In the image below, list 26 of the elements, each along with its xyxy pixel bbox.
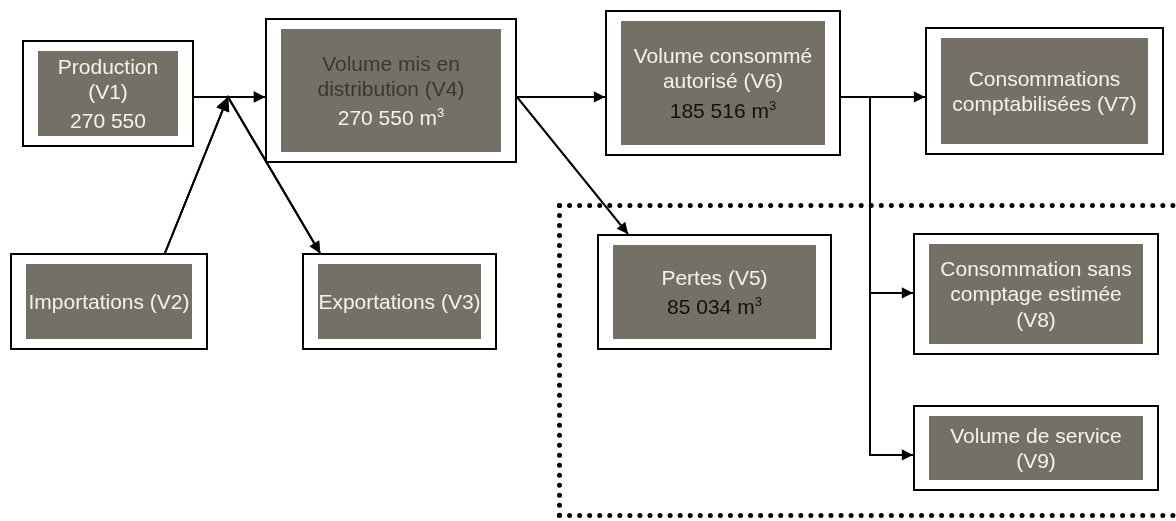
process-box: [925, 27, 1164, 155]
volume-value: 270 550: [70, 108, 146, 134]
process-box: [265, 18, 517, 163]
volume-value: 85 034 m$^{3}$: [667, 294, 762, 320]
process-box: [597, 234, 832, 350]
node-label: Consommation sans comptage estimée (V8): [939, 256, 1133, 332]
arrow: [164, 94, 321, 254]
node-label: Pertes (V5): [661, 264, 768, 290]
node-label: Consommations comptabilisées (V7): [951, 65, 1138, 117]
dotted-frame: [557, 203, 1176, 518]
node-label: Exportations (V3): [318, 288, 481, 315]
process-box: [605, 10, 841, 156]
volume-value: 270 550 m$^{3}$: [337, 105, 445, 131]
volume-value: 185 516 m$^{3}$: [669, 97, 777, 123]
node-label: Importations (V2): [28, 288, 190, 315]
process-box: [302, 253, 497, 350]
node-label: Volume mis en distribution (V4): [316, 50, 466, 102]
process-box: [22, 40, 194, 147]
arrow: [516, 96, 629, 235]
node-label: Production (V1): [56, 53, 160, 105]
process-box: [913, 233, 1159, 355]
process-box: [10, 253, 208, 350]
process-box: [913, 405, 1159, 491]
arrow: [516, 91, 606, 103]
node-label: Volume de service (V9): [949, 422, 1123, 474]
node-label: Volume consommé autorisé (V6): [632, 43, 814, 94]
